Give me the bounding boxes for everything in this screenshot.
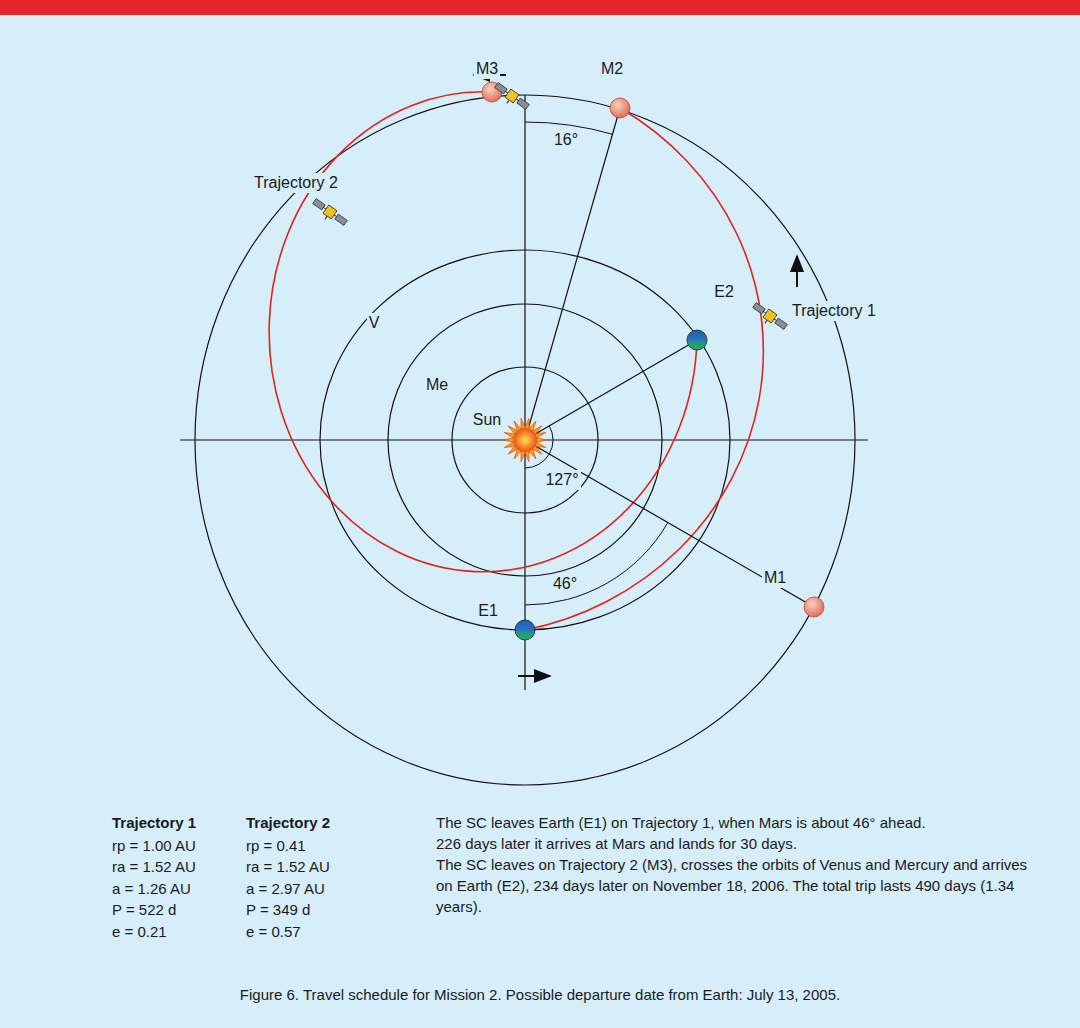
planet-label: E2 (712, 282, 736, 301)
parameter-value: e = 0.57 (246, 923, 301, 941)
angle-label: 46° (551, 574, 579, 593)
planet-label: M2 (599, 59, 625, 78)
mars-planet (610, 98, 630, 118)
parameter-value: a = 2.97 AU (246, 880, 325, 898)
schedule-note: The SC leaves Earth (E1) on Trajectory 1… (436, 812, 1040, 833)
table-heading: Trajectory 1 (112, 814, 196, 832)
orbit-label: Me (424, 375, 450, 394)
parameter-value: ra = 1.52 AU (246, 858, 330, 876)
mercury-orbit (452, 367, 598, 513)
sun-disc (513, 428, 537, 452)
trajectory-path (269, 92, 697, 572)
parameter-value: rp = 0.41 (246, 837, 306, 855)
sun-rays (503, 418, 547, 461)
orbit-label: V (367, 313, 382, 332)
sun-label: Sun (471, 410, 503, 429)
text-column: The SC leaves Earth (E1) on Trajectory 1… (436, 812, 1040, 917)
trajectory-path (525, 108, 763, 630)
parameter-value: a = 1.26 AU (112, 880, 191, 898)
trajectory-label: Trajectory 2 (252, 173, 340, 192)
radial-line (525, 440, 814, 607)
motion-arrow (518, 675, 550, 677)
figure-caption: Figure 6. Travel schedule for Mission 2.… (240, 986, 840, 1003)
planet-label: M1 (762, 568, 788, 587)
earth-planet (687, 330, 707, 350)
earth-orbit (320, 250, 730, 630)
mars-planet (804, 597, 824, 617)
motion-arrow (796, 256, 798, 287)
schedule-note: 226 days later it arrives at Mars and la… (436, 833, 1040, 854)
trajectory-label: Trajectory 1 (790, 301, 878, 320)
mars-orbit (195, 95, 855, 785)
spacecraft-icon (309, 197, 348, 230)
venus-orbit (388, 304, 662, 576)
table-heading: Trajectory 2 (246, 814, 330, 832)
parameter-value: rp = 1.00 AU (112, 837, 196, 855)
radial-line (525, 108, 620, 440)
spacecraft-icon (749, 301, 788, 334)
angle-arc (525, 523, 668, 606)
spacecraft-icon (491, 81, 530, 114)
parameter-value: ra = 1.52 AU (112, 858, 196, 876)
parameter-value: P = 349 d (246, 901, 310, 919)
sun-symbol (503, 418, 547, 461)
schedule-note: The SC leaves on Trajectory 2 (M3), cros… (436, 854, 1040, 917)
angle-label: 127° (543, 470, 580, 489)
angle-label: 16° (552, 130, 580, 149)
parameter-value: P = 522 d (112, 901, 176, 919)
axis-line (524, 95, 525, 690)
earth-planet (515, 620, 535, 640)
planet-label: M3 (474, 59, 500, 78)
parameter-value: e = 0.21 (112, 923, 167, 941)
planet-label: E1 (476, 601, 500, 620)
top-bar (0, 0, 1080, 15)
radial-line (525, 340, 697, 440)
